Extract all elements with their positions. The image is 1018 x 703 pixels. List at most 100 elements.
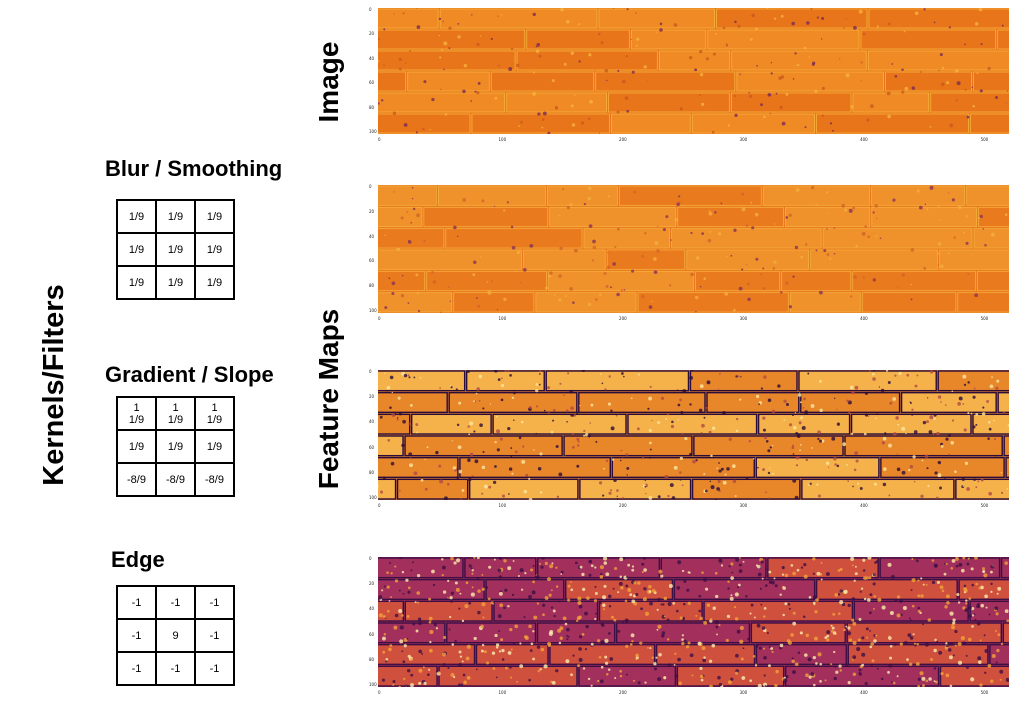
speckle [931, 580, 936, 585]
speckle [1000, 472, 1003, 474]
speckle [391, 281, 396, 286]
speckle [996, 592, 999, 595]
speckle [1003, 411, 1006, 414]
speckle [824, 679, 827, 682]
speckle [977, 660, 982, 665]
speckle [453, 225, 457, 230]
speckle [750, 201, 753, 204]
speckle [919, 611, 922, 615]
speckle [579, 404, 581, 407]
speckle [571, 432, 575, 436]
speckle [570, 104, 574, 108]
speckle [503, 297, 507, 301]
speckle [552, 609, 556, 613]
speckle [520, 120, 523, 124]
speckle [451, 643, 455, 646]
speckle [496, 448, 500, 452]
kernel-cell: -1 [155, 651, 196, 686]
speckle [951, 625, 956, 630]
speckle [594, 566, 597, 569]
speckle [605, 284, 609, 288]
speckle [850, 105, 854, 109]
speckle [963, 587, 968, 592]
speckle [677, 389, 679, 391]
speckle [718, 469, 722, 473]
speckle [900, 613, 903, 617]
speckle [945, 642, 948, 645]
speckle [872, 211, 875, 214]
speckle [677, 560, 682, 565]
speckle [666, 638, 670, 641]
speckle [958, 562, 963, 567]
brick [493, 600, 599, 622]
brick [378, 50, 516, 71]
speckle [922, 684, 925, 687]
speckle [933, 648, 937, 653]
brick [378, 249, 522, 270]
brick [492, 413, 627, 435]
speckle [382, 636, 386, 641]
speckle [940, 264, 944, 269]
speckle [648, 590, 652, 593]
speckle [682, 389, 687, 394]
speckle [715, 32, 717, 35]
speckle [528, 624, 532, 629]
speckle [817, 652, 822, 657]
speckle [975, 582, 979, 586]
speckle [407, 590, 411, 594]
speckle [590, 642, 594, 646]
speckle [578, 657, 583, 663]
speckle [539, 668, 542, 671]
speckle [915, 559, 919, 563]
speckle [423, 239, 426, 243]
speckle [659, 22, 663, 26]
speckle [415, 423, 419, 426]
speckle [592, 239, 596, 244]
speckle [937, 205, 940, 208]
speckle [627, 588, 632, 592]
speckle [730, 562, 734, 566]
speckle [875, 235, 878, 237]
speckle [988, 613, 991, 616]
speckle [709, 230, 712, 233]
brick [885, 71, 972, 92]
speckle [815, 203, 818, 206]
speckle [910, 589, 913, 592]
speckle [913, 430, 918, 434]
speckle [660, 574, 664, 578]
speckle [392, 111, 397, 116]
speckle [497, 15, 499, 18]
speckle [562, 616, 567, 621]
speckle [728, 437, 732, 441]
speckle [583, 434, 586, 437]
speckle [1005, 102, 1008, 104]
speckle [977, 216, 981, 220]
speckle [888, 494, 891, 497]
speckle [833, 456, 837, 461]
brick [404, 600, 493, 622]
speckle [600, 41, 604, 45]
speckle [858, 617, 862, 622]
speckle [494, 440, 497, 444]
speckle [933, 680, 936, 683]
speckle [864, 413, 869, 417]
speckle [975, 486, 978, 489]
speckle [436, 670, 439, 673]
speckle [643, 587, 647, 591]
speckle [734, 113, 738, 117]
speckle [683, 602, 686, 606]
speckle [949, 611, 954, 616]
speckle [868, 611, 872, 615]
speckle [500, 377, 503, 380]
speckle [861, 663, 865, 667]
speckle [759, 587, 762, 590]
gradient-slope-title: Gradient / Slope [105, 362, 274, 387]
speckle [972, 104, 975, 108]
brick [997, 29, 1009, 50]
speckle [995, 661, 998, 664]
speckle [715, 498, 717, 500]
speckle [788, 607, 791, 610]
speckle [482, 450, 485, 454]
speckle [669, 483, 674, 488]
speckle [767, 471, 771, 475]
